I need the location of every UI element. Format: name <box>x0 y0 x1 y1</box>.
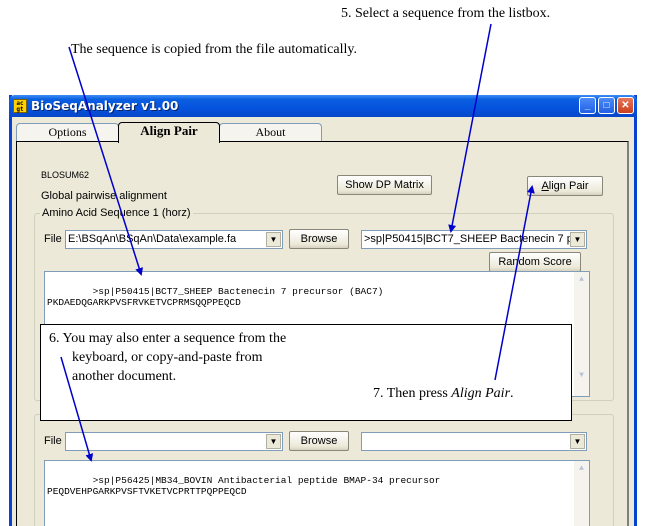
sequence-list-1[interactable]: >sp|P50415|BCT7_SHEEP Bactenecin 7 pre ▼ <box>361 230 587 249</box>
align-pair-button[interactable]: Align Pair <box>527 176 603 196</box>
close-button[interactable]: ✕ <box>617 97 634 114</box>
chevron-down-icon[interactable]: ▼ <box>266 232 281 247</box>
window-title: BioSeqAnalyzer v1.00 <box>31 99 179 113</box>
instruction-callout: 6. You may also enter a sequence from th… <box>40 324 572 421</box>
sequence-2-group: Amino Acid Sequence 2 (vert) File ▼ Brow… <box>34 408 614 526</box>
matrix-label: BLOSUM62 <box>41 170 90 180</box>
annotation-copied: The sequence is copied from the file aut… <box>71 42 357 57</box>
callout-step6-line3: another document. <box>72 369 177 384</box>
browse-button-1[interactable]: Browse <box>289 229 349 249</box>
chevron-down-icon[interactable]: ▼ <box>570 232 585 247</box>
file-combo-1[interactable]: E:\BSqAn\BSqAn\Data\example.fa ▼ <box>65 230 283 249</box>
minimize-button[interactable]: _ <box>579 97 596 114</box>
file-label-2: File <box>44 435 62 447</box>
scrollbar-2[interactable]: ▲ <box>574 461 589 526</box>
show-dp-matrix-button[interactable]: Show DP Matrix <box>337 175 432 195</box>
file-combo-2[interactable]: ▼ <box>65 432 283 451</box>
callout-step6-line2: keyboard, or copy-and-paste from <box>72 350 263 365</box>
tab-align-pair[interactable]: Align Pair <box>118 122 220 143</box>
browse-button-2[interactable]: Browse <box>289 431 349 451</box>
sequence-2-text: >sp|P56425|MB34_BOVIN Antibacterial pept… <box>47 475 441 497</box>
scroll-down-icon[interactable]: ▼ <box>579 371 584 380</box>
sequence-1-text: >sp|P50415|BCT7_SHEEP Bactenecin 7 precu… <box>47 286 384 308</box>
scroll-up-icon[interactable]: ▲ <box>579 275 584 284</box>
alignment-mode-label: Global pairwise alignment <box>41 190 167 202</box>
annotation-step5: 5. Select a sequence from the listbox. <box>341 6 551 21</box>
file-combo-1-value: E:\BSqAn\BSqAn\Data\example.fa <box>68 233 237 245</box>
sequence-2-textarea[interactable]: >sp|P56425|MB34_BOVIN Antibacterial pept… <box>44 460 590 526</box>
callout-step7: 7. Then press Align Pair. <box>373 386 514 401</box>
tab-about[interactable]: About <box>219 123 322 141</box>
file-label-1: File <box>44 233 62 245</box>
chevron-down-icon[interactable]: ▼ <box>266 434 281 449</box>
chevron-down-icon[interactable]: ▼ <box>570 434 585 449</box>
sequence-1-title: Amino Acid Sequence 1 (horz) <box>40 207 193 219</box>
sequence-list-1-value: >sp|P50415|BCT7_SHEEP Bactenecin 7 pre <box>364 233 583 245</box>
scrollbar-1[interactable]: ▲ ▼ <box>574 272 589 396</box>
maximize-button[interactable]: □ <box>598 97 615 114</box>
scroll-up-icon[interactable]: ▲ <box>579 464 584 473</box>
callout-step6-line1: 6. You may also enter a sequence from th… <box>49 331 287 346</box>
random-score-button[interactable]: Random Score <box>489 252 581 272</box>
tab-options[interactable]: Options <box>16 123 119 141</box>
sequence-list-2[interactable]: ▼ <box>361 432 587 451</box>
